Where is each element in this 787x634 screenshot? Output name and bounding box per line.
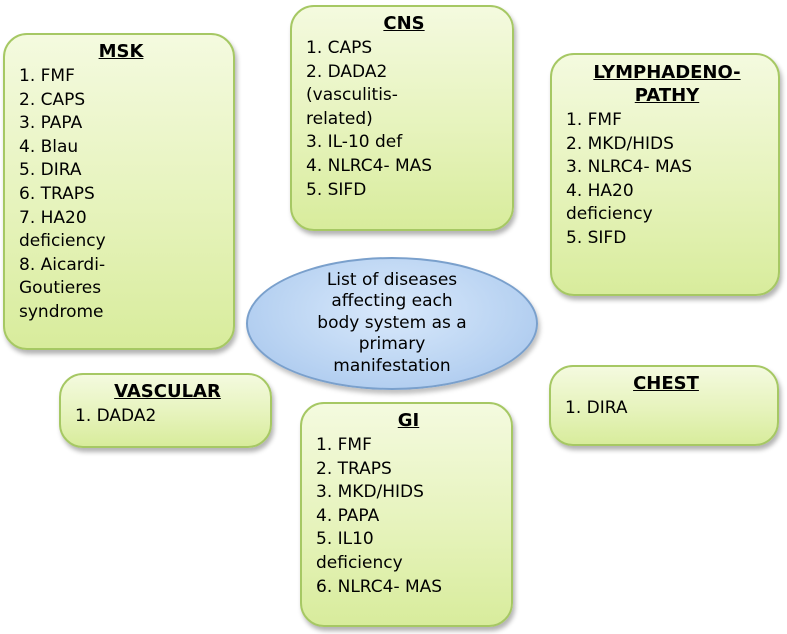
lymphadenopathy-item: 3. NLRC4- MAS [566, 157, 693, 178]
lymphadenopathy-item: 4. HA20 deficiency [566, 180, 653, 225]
lymphadenopathy-item: 5. SIFD [566, 227, 627, 248]
msk-item: 6. TRAPS [19, 183, 95, 204]
lymphadenopathy-item: 1. FMF [566, 110, 622, 130]
cns-item: 1. CAPS [306, 38, 373, 58]
msk-title: MSK [98, 41, 144, 62]
vascular-item: 1. DADA2 [75, 406, 157, 426]
center-ellipse: List of diseases affecting each body sys… [246, 257, 538, 390]
msk-item: 8. Aicardi- Goutieres syndrome [19, 254, 106, 322]
vascular-title: VASCULAR [114, 381, 221, 402]
msk-box: MSK 1. FMF 2. CAPS 3. PAPA 4. Blau 5. DI… [3, 33, 235, 350]
chest-title: CHEST [633, 373, 699, 394]
cns-title: CNS [383, 13, 425, 34]
vascular-list: 1. DADA2 [75, 405, 260, 429]
msk-item: 4. Blau [19, 136, 79, 157]
gi-item: 6. NLRC4- MAS [316, 576, 443, 597]
vascular-box: VASCULAR 1. DADA2 [59, 373, 272, 448]
gi-title: GI [397, 410, 420, 431]
gi-box: GI 1. FMF 2. TRAPS 3. MKD/HIDS 4. PAPA 5… [300, 402, 513, 627]
gi-item: 3. MKD/HIDS [316, 482, 424, 503]
center-text: List of diseases affecting each body sys… [317, 269, 467, 376]
msk-item: 2. CAPS [19, 89, 86, 110]
gi-item: 2. TRAPS [316, 458, 392, 479]
msk-list: 1. FMF 2. CAPS 3. PAPA 4. Blau 5. DIRA 6… [19, 65, 223, 325]
chest-box: CHEST 1. DIRA [549, 365, 779, 446]
cns-box: CNS 1. CAPS 2. DADA2 (vasculitis- relate… [290, 5, 514, 231]
gi-list: 1. FMF 2. TRAPS 3. MKD/HIDS 4. PAPA 5. I… [316, 434, 501, 599]
lymphadenopathy-item: 2. MKD/HIDS [566, 133, 674, 154]
msk-item: 3. PAPA [19, 113, 83, 134]
cns-list: 1. CAPS 2. DADA2 (vasculitis- related) 3… [306, 37, 502, 202]
lymphadenopathy-list: 1. FMF 2. MKD/HIDS 3. NLRC4- MAS 4. HA20… [566, 109, 768, 251]
cns-item: 3. IL-10 def [306, 132, 403, 153]
cns-item: 4. NLRC4- MAS [306, 155, 433, 176]
chest-list: 1. DIRA [565, 397, 767, 421]
gi-item: 1. FMF [316, 435, 372, 455]
gi-item: 4. PAPA [316, 505, 380, 526]
msk-item: 1. FMF [19, 66, 75, 86]
msk-item: 7. HA20 deficiency [19, 207, 106, 252]
lymphadenopathy-title: LYMPHADENO- PATHY [593, 62, 741, 106]
cns-item: 2. DADA2 (vasculitis- related) [306, 61, 398, 129]
cns-item: 5. SIFD [306, 179, 367, 200]
chest-item: 1. DIRA [565, 398, 628, 418]
lymphadenopathy-box: LYMPHADENO- PATHY 1. FMF 2. MKD/HIDS 3. … [550, 53, 780, 296]
gi-item: 5. IL10 deficiency [316, 529, 403, 573]
msk-item: 5. DIRA [19, 160, 82, 181]
